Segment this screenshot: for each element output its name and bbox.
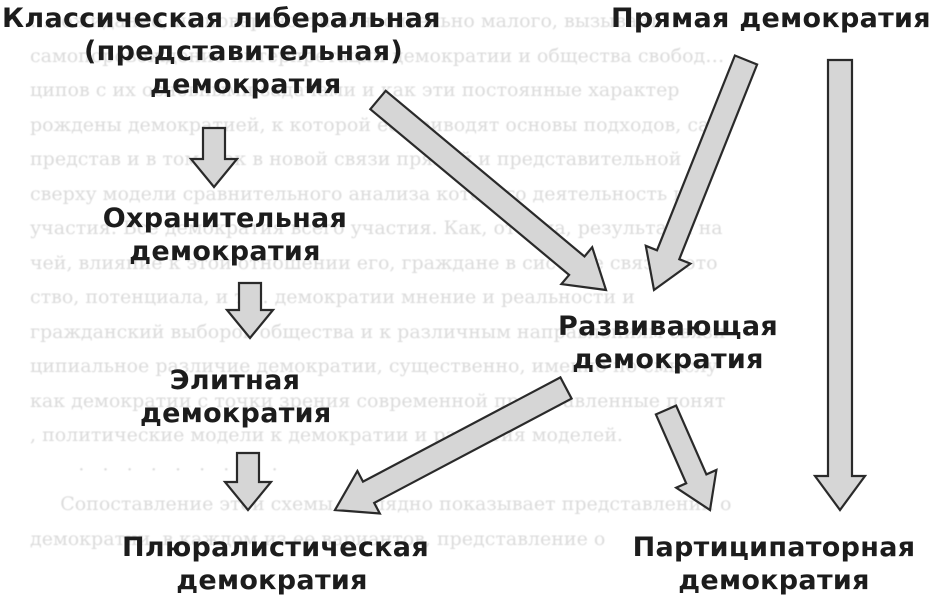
node-label-line: демократия [150,69,342,100]
node-participatory-democracy: Партиципаторная демократия [626,531,922,597]
node-developmental-democracy: Развивающая демократия [548,310,788,376]
node-pluralist-democracy: Плюралистическая демократия [122,531,429,597]
node-label-line: Развивающая [558,311,778,342]
node-label-line: демократия [176,565,368,596]
node-label-line: демократия [140,398,332,429]
arrow-developmental-to-participatory [654,404,718,512]
node-direct-democracy: Прямая демократия [611,2,931,35]
arrow-direct-to-participatory [812,58,868,512]
node-label-line: Охранительная [102,203,348,234]
arrow-classic-to-protective [188,126,240,189]
arrow-elitist-to-pluralist [222,451,274,512]
node-label-line: Элитная [169,365,301,396]
node-label-line: (представительная) [84,36,404,67]
node-label-line: демократия [572,344,764,375]
node-label-line: Прямая демократия [611,3,931,34]
arrow-developmental-to-pluralist [333,375,574,515]
arrow-direct-to-developmental [644,54,759,292]
node-protective-democracy: Охранительная демократия [90,202,360,268]
node-label-line: демократия [129,236,321,267]
node-label-line: Плюралистическая [122,532,429,563]
arrow-protective-to-elitist [224,281,276,340]
node-classic-liberal-democracy: Классическая либеральная (представительн… [2,2,441,101]
arrow-classic-to-developmental [368,89,608,292]
node-label-line: Классическая либеральная [2,3,441,34]
node-elitist-democracy: Элитная демократия [140,364,332,430]
node-label-line: демократия [678,565,870,596]
node-label-line: Партиципаторная [632,532,916,563]
